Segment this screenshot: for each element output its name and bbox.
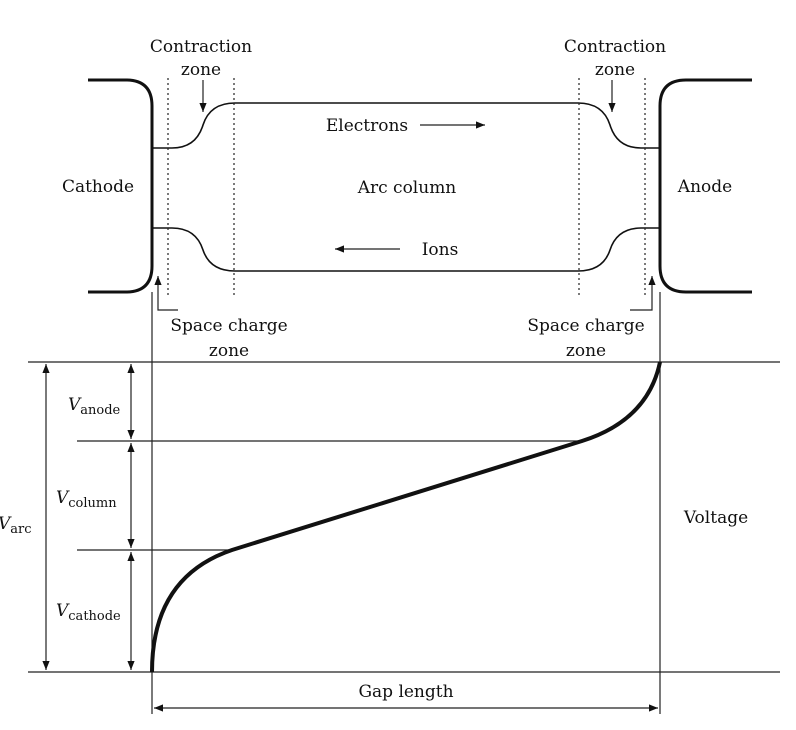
electrons-label: Electrons <box>326 116 408 136</box>
arc-column-bottom-boundary <box>152 227 660 272</box>
space-charge-right-label-line2: zone <box>566 341 606 361</box>
space-charge-right-leader <box>630 276 656 311</box>
contraction-zone-right-label-line1: Contraction <box>564 37 666 57</box>
arc-column-top-boundary <box>152 102 660 149</box>
cathode-electrode <box>88 78 154 294</box>
contraction-zone-left-label-line1: Contraction <box>150 37 252 57</box>
voltage-label: Voltage <box>683 508 748 528</box>
anode-electrode <box>658 78 752 294</box>
anode-label: Anode <box>677 177 732 197</box>
v-arc-label: Varc <box>0 514 32 537</box>
contraction-zone-left-label-line2: zone <box>181 60 221 80</box>
space-charge-left-label-line1: Space charge <box>170 316 287 336</box>
space-charge-right-label-line1: Space charge <box>527 316 644 336</box>
ions-label: Ions <box>422 240 459 260</box>
cathode-label: Cathode <box>62 177 134 197</box>
space-charge-left-label-line2: zone <box>209 341 249 361</box>
gap-length-label: Gap length <box>358 682 453 702</box>
v-cathode-label: Vcathode <box>56 601 121 624</box>
space-charge-left-leader <box>154 276 178 311</box>
voltage-curve <box>150 361 662 673</box>
arc-column-label: Arc column <box>357 178 457 198</box>
v-column-label: Vcolumn <box>56 488 117 511</box>
contraction-zone-right-label-line2: zone <box>595 60 635 80</box>
v-anode-label: Vanode <box>68 395 121 418</box>
